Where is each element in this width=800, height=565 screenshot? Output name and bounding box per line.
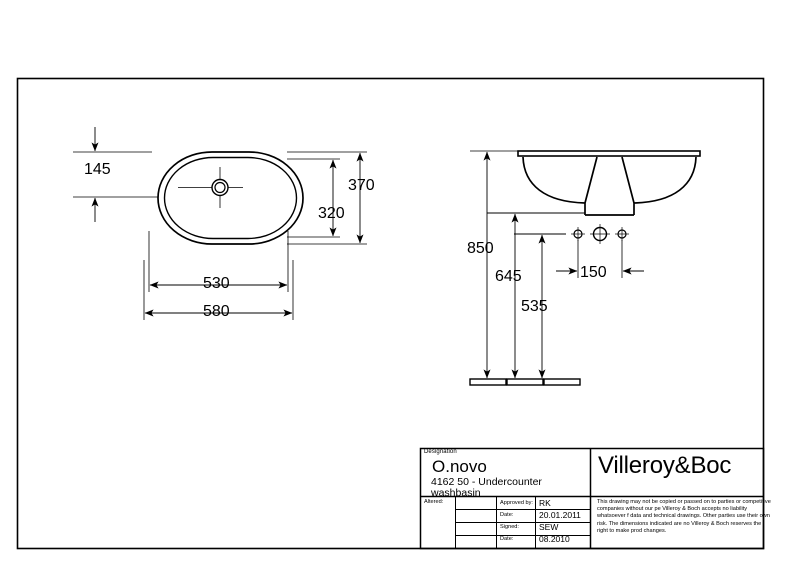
date-signed-value: 08.2010 [539,534,570,544]
brand-logo: Villeroy&Boc [598,452,732,479]
sheet-frame [16,77,765,550]
drain-inner-circle [214,181,226,194]
basin-inner-outline [163,156,298,240]
floor-slabs [469,378,581,386]
dimension-530 [148,231,289,292]
dimension-580 [143,260,294,320]
date-approved-value: 20.01.2011 [539,510,581,520]
dimension-320 [287,158,340,238]
product-name: O.novo [432,457,487,476]
title-block-frame [419,447,765,550]
legal-disclaimer-text: This drawing may not be copied or passed… [597,499,771,534]
dimension-label-145: 145 [84,161,111,178]
altered-label: Altered: [424,499,444,505]
date-approved-label: Date: [500,512,514,518]
bowl-profile-left [522,156,586,204]
date-signed-label: Date: [500,536,514,542]
signed-label: Signed: [500,524,519,530]
dimension-850 [470,150,528,379]
dimension-370 [287,151,367,245]
waste-pedestal-right [621,156,635,215]
plan-view-group [73,127,367,320]
dimension-label-370: 370 [348,177,375,194]
tap-hole-center [590,224,610,244]
product-description: 4162 50 - Undercounter washbasin [431,476,542,499]
waste-pedestal-left [584,156,598,215]
dimension-label-850: 850 [467,240,494,257]
tap-hole-left [571,227,585,241]
dimension-145 [73,127,158,222]
signed-value: SEW [539,522,559,532]
designation-label: Designation [424,449,457,455]
dimension-label-150: 150 [580,264,607,281]
bowl-profile-right [633,156,697,204]
dimension-label-535: 535 [521,298,548,315]
dimension-label-320: 320 [318,205,345,222]
dimension-label-645: 645 [495,268,522,285]
countertop-slab [517,150,701,157]
dimension-label-580: 580 [203,303,230,320]
elevation-view-group [469,150,701,386]
tap-hole-right [615,227,629,241]
dimension-label-530: 530 [203,275,230,292]
basin-outer-outline [157,151,304,245]
approved-by-value: RK [539,498,551,508]
approved-by-label: Approved by: [500,500,533,506]
